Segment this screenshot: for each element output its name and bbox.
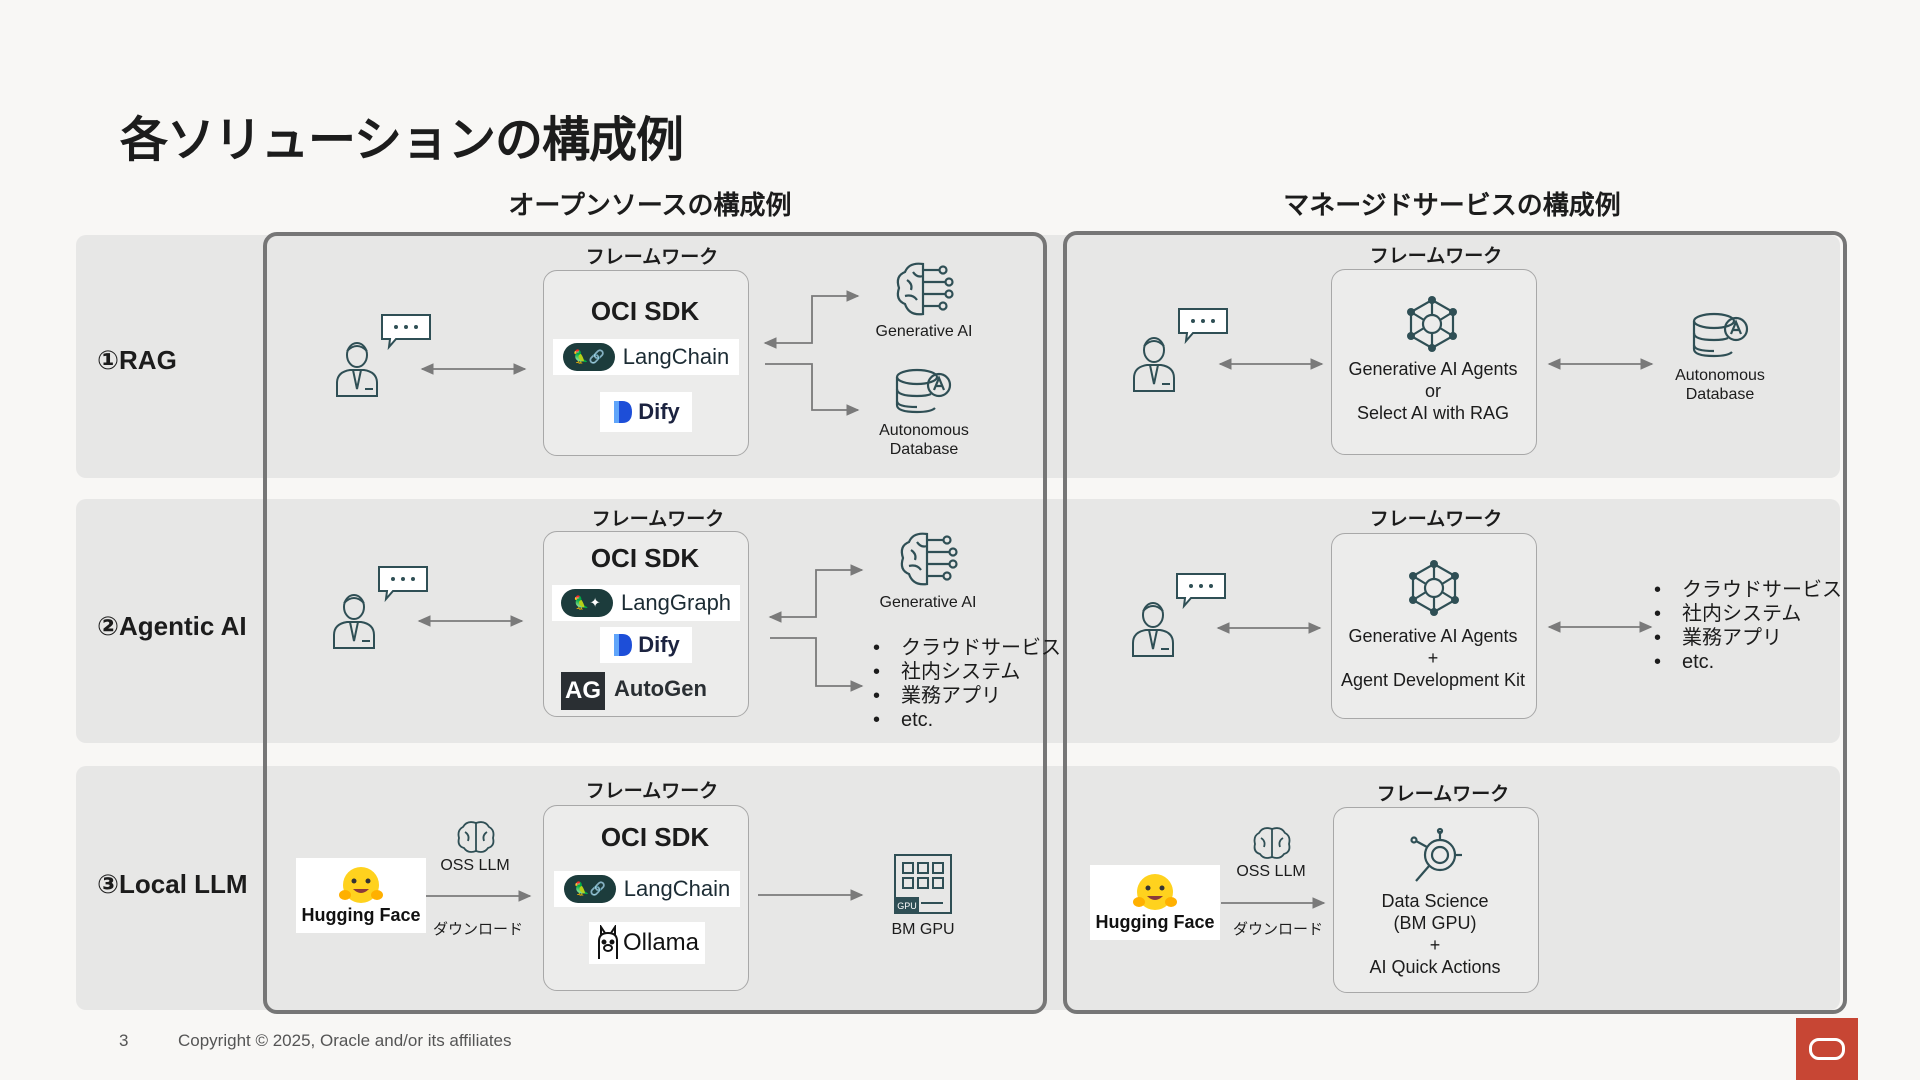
bm-gpu-label: BM GPU (891, 921, 955, 938)
integration-targets-list: クラウドサービス 社内システム 業務アプリ etc. (1654, 578, 1842, 674)
download-label: ダウンロード (1232, 921, 1323, 938)
oss-panel (263, 232, 1047, 1014)
oss-llm-label: OSS LLM (1236, 863, 1306, 880)
langchain-label: LangChain (623, 876, 731, 901)
oracle-logo-icon (1796, 1018, 1858, 1080)
row-label-local: ③Local LLM (97, 869, 248, 899)
oci-sdk-label: OCI SDK (590, 543, 700, 573)
chat-bubble-icon (1176, 573, 1226, 610)
ollama-logo: Ollama (589, 922, 705, 964)
integration-targets-list: クラウドサービス 社内システム 業務アプリ etc. (873, 636, 1061, 732)
autonomous-database-icon (1692, 312, 1749, 358)
langchain-icon: 🦜🔗 (562, 343, 615, 371)
langchain-label: LangChain (622, 344, 730, 369)
framework-label: フレームワーク (591, 509, 725, 530)
copyright-text: Copyright © 2025, Oracle and/or its affi… (178, 1031, 512, 1050)
generative-ai-label: Generative AI (875, 323, 973, 340)
langchain-icon: 🦜🔗 (563, 875, 616, 903)
column-header-managed: マネージドサービスの構成例 (1283, 190, 1621, 220)
oci-sdk-label: OCI SDK (590, 296, 700, 326)
list-item: 業務アプリ (873, 684, 1061, 708)
page-title: 各ソリューションの構成例 (120, 114, 684, 167)
framework-label: フレームワーク (585, 781, 719, 802)
row-label-agentic: ②Agentic AI (97, 611, 247, 641)
hugging-face-logo: Hugging Face (1090, 865, 1220, 940)
framework-box-managed-local (1333, 807, 1539, 993)
hugging-face-icon (339, 867, 383, 903)
page-number: 3 (119, 1031, 129, 1050)
gpu-server-icon: GPU (894, 854, 952, 914)
dify-logo: Dify (600, 392, 692, 432)
langgraph-logo: 🦜✦ LangGraph (552, 585, 740, 621)
user-icon (333, 594, 375, 649)
hugging-face-icon (1133, 874, 1177, 910)
autonomous-database-icon (895, 368, 952, 414)
langchain-logo: 🦜🔗 LangChain (553, 339, 739, 375)
oci-sdk-label: OCI SDK (600, 822, 710, 852)
brain-icon (1253, 827, 1291, 859)
agent-network-icon (1407, 296, 1457, 352)
langgraph-icon: 🦜✦ (560, 589, 613, 617)
chat-bubble-icon (1178, 308, 1228, 345)
framework-box-managed-agentic (1331, 533, 1537, 719)
row-label-rag: ①RAG (97, 345, 177, 375)
download-label: ダウンロード (432, 921, 523, 938)
ai-brain-circuit-icon (896, 262, 954, 316)
managed-agentic-service-label: Generative AI Agents + Agent Development… (1340, 626, 1526, 690)
hugging-face-logo: Hugging Face (296, 858, 426, 933)
list-item: etc. (873, 708, 1061, 732)
data-science-icon (1410, 827, 1462, 882)
ollama-label: Ollama (622, 929, 700, 956)
autogen-label: AutoGen (614, 676, 707, 701)
ollama-icon (597, 925, 618, 959)
autogen-logo-icon: AG (561, 672, 605, 710)
column-header-oss: オープンソースの構成例 (508, 190, 792, 220)
autonomous-database-label: Autonomous Database (879, 422, 969, 458)
user-icon (336, 342, 378, 397)
managed-local-service-label: Data Science (BM GPU) + AI Quick Actions (1369, 891, 1501, 977)
user-icon (1132, 602, 1174, 657)
chat-bubble-icon (381, 314, 431, 351)
autonomous-database-label: Autonomous Database (1675, 367, 1765, 403)
user-icon (1133, 337, 1175, 392)
list-item: etc. (1654, 650, 1842, 674)
chat-bubble-icon (378, 566, 428, 603)
hugging-face-label: Hugging Face (1095, 912, 1215, 932)
framework-label: フレームワーク (1369, 246, 1503, 267)
managed-panel (1063, 231, 1847, 1014)
list-item: 社内システム (873, 660, 1061, 684)
agent-network-icon (1409, 560, 1459, 616)
dify-icon (614, 634, 633, 656)
dify-label: Dify (638, 399, 680, 424)
gpu-chip-label: GPU (897, 901, 917, 911)
langgraph-label: LangGraph (620, 590, 732, 615)
list-item: 社内システム (1654, 602, 1842, 626)
generative-ai-label: Generative AI (879, 594, 977, 611)
list-item: クラウドサービス (1654, 578, 1842, 602)
managed-rag-service-label: Generative AI Agents or Select AI with R… (1348, 359, 1518, 423)
oss-llm-label: OSS LLM (440, 857, 510, 874)
row-band-rag (76, 235, 1840, 478)
framework-label: フレームワーク (1369, 509, 1503, 530)
ai-brain-circuit-icon (900, 532, 958, 586)
framework-label: フレームワーク (1376, 784, 1510, 805)
dify-label: Dify (638, 632, 680, 657)
dify-logo: Dify (600, 627, 692, 663)
dify-icon (614, 401, 633, 423)
brain-icon (457, 821, 495, 853)
list-item: 業務アプリ (1654, 626, 1842, 650)
hugging-face-label: Hugging Face (301, 905, 421, 925)
framework-label: フレームワーク (585, 247, 719, 268)
langchain-logo: 🦜🔗 LangChain (554, 871, 740, 907)
list-item: クラウドサービス (873, 636, 1061, 660)
